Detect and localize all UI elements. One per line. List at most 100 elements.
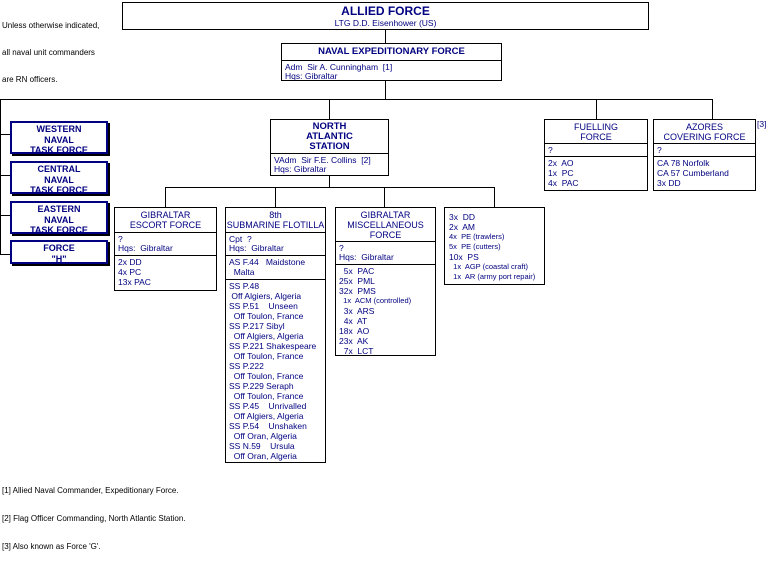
- footnote: [1] Allied Naval Commander, Expeditionar…: [2, 486, 179, 495]
- unit-line: 3x DD: [449, 212, 475, 222]
- general-note: Unless otherwise indicated, all naval un…: [2, 3, 99, 93]
- connector: [329, 99, 330, 119]
- unit-line: 4x AT: [339, 316, 368, 326]
- force-h: FORCE "H": [10, 240, 108, 264]
- boat-line: Off Oran, Algeria: [229, 431, 297, 441]
- connector: [384, 187, 385, 207]
- depot-line: Malta: [229, 267, 255, 277]
- azores-covering-force-box: AZORES COVERING FORCE ? CA 78 Norfolk CA…: [653, 119, 756, 191]
- naval-expeditionary-force-box: NAVAL EXPEDITIONARY FORCE Adm Sir A. Cun…: [281, 43, 502, 81]
- tf-line: TASK FORCE: [30, 225, 88, 235]
- gmf-commander: ?: [339, 243, 344, 253]
- boat-line: Off Toulon, France: [229, 311, 304, 321]
- unit-line: 1x AR (army port repair): [449, 272, 536, 281]
- azores-commander: ?: [657, 145, 662, 155]
- boat-line: Off Oran, Algeria: [229, 451, 297, 461]
- boat-line: Off Toulon, France: [229, 351, 304, 361]
- gmf-hq: Hqs: Gibraltar: [339, 252, 394, 262]
- boat-line: Off Toulon, France: [229, 391, 304, 401]
- boat-line: SS N.59 Ursula: [229, 441, 295, 451]
- gmf-units: 5x PAC 25x PML 32x PMS 1x ACM (controlle…: [339, 266, 411, 356]
- tf-line: TASK FORCE: [30, 145, 88, 155]
- boat-line: SS P.229 Seraph: [229, 381, 294, 391]
- gmf-title-line: GIBRALTAR: [360, 210, 411, 220]
- connector: [165, 187, 495, 188]
- unit-line: 4x PE (trawlers): [449, 232, 505, 241]
- connector: [712, 99, 713, 119]
- gef-units: 2x DD 4x PC 13x PAC: [118, 257, 151, 287]
- fuelling-title-line: FUELLING: [573, 122, 618, 132]
- gef-hq: Hqs: Gibraltar: [118, 243, 173, 253]
- connector: [385, 80, 386, 100]
- boat-line: SS P.221 Shakespeare: [229, 341, 317, 351]
- azores-units: CA 78 Norfolk CA 57 Cumberland 3x DD: [657, 158, 729, 188]
- unit-line: 25x PML: [339, 276, 375, 286]
- unit-line: 4x PAC: [548, 178, 579, 188]
- north-atlantic-station-box: NORTH ATLANTIC STATION VAdm Sir F.E. Col…: [270, 119, 389, 176]
- sub-title-line: 8th: [269, 210, 282, 220]
- gibraltar-escort-force-box: GIBRALTAR ESCORT FORCE ? Hqs: Gibraltar …: [114, 207, 217, 291]
- unit-line: CA 78 Norfolk: [657, 158, 710, 168]
- fuelling-title: FUELLING FORCE: [545, 122, 647, 142]
- unit-line: 32x PMS: [339, 286, 376, 296]
- gef-title: GIBRALTAR ESCORT FORCE: [115, 210, 216, 230]
- gef-commander: ?: [118, 234, 123, 244]
- unit-line: 1x PC: [548, 168, 574, 178]
- connector: [0, 254, 10, 255]
- connector: [0, 175, 10, 176]
- nas-title-line: STATION: [309, 141, 350, 152]
- nef-title: NAVAL EXPEDITIONARY FORCE: [318, 46, 465, 57]
- gef-title-line: GIBRALTAR: [140, 210, 191, 220]
- nef-hq: Hqs: Gibraltar: [285, 71, 338, 81]
- sub-hq: Hqs: Gibraltar: [229, 243, 284, 253]
- nas-hq: Hqs: Gibraltar: [274, 164, 327, 174]
- eastern-naval-task-force: EASTERN NAVAL TASK FORCE: [10, 201, 108, 235]
- fuelling-title-line: FORCE: [580, 132, 612, 142]
- misc-units: 3x DD 2x AM 4x PE (trawlers) 5x PE (cutt…: [449, 212, 535, 282]
- tf-line: "H": [51, 253, 67, 264]
- nas-title: NORTH ATLANTIC STATION: [271, 122, 388, 152]
- footnote: [3] Also known as Force 'G'.: [2, 542, 101, 551]
- nas-commander: VAdm Sir F.E. Collins [2]: [274, 155, 371, 165]
- western-naval-task-force: WESTERN NAVAL TASK FORCE: [10, 121, 108, 155]
- boat-line: SS P.45 Unrivalled: [229, 401, 307, 411]
- boat-line: Off Algiers, Algeria: [229, 291, 302, 301]
- depot-line: AS F.44 Maidstone: [229, 257, 306, 267]
- connector: [0, 134, 10, 135]
- central-naval-task-force: CENTRAL NAVAL TASK FORCE: [10, 161, 108, 195]
- footnote: [2] Flag Officer Commanding, North Atlan…: [2, 514, 186, 523]
- tf-line: NAVAL: [44, 134, 74, 145]
- allied-force-commander: LTG D.D. Eisenhower (US): [334, 18, 437, 28]
- connector: [385, 30, 386, 43]
- connector: [494, 187, 495, 207]
- unit-line: 1x AGP (coastal craft): [449, 262, 529, 271]
- allied-force-title: ALLIED FORCE: [341, 4, 430, 18]
- connector: [275, 187, 276, 207]
- unit-line: 2x DD: [118, 257, 142, 267]
- gef-title-line: ESCORT FORCE: [129, 220, 202, 230]
- nas-title-line: NORTH: [312, 121, 347, 132]
- boat-line: Off Toulon, France: [229, 371, 304, 381]
- azores-title: AZORES COVERING FORCE: [654, 122, 755, 142]
- sub-depot: AS F.44 Maidstone Malta: [229, 257, 305, 277]
- connector: [0, 215, 10, 216]
- sub-title: 8th SUBMARINE FLOTILLA: [226, 210, 325, 230]
- unit-line: 3x ARS: [339, 306, 375, 316]
- unit-line: 5x PE (cutters): [449, 242, 501, 251]
- tf-line: WESTERN: [36, 124, 82, 134]
- submarine-flotilla-box: 8th SUBMARINE FLOTILLA Cpt ? Hqs: Gibral…: [225, 207, 326, 463]
- fuelling-commander: ?: [548, 145, 553, 155]
- misc-units-box: 3x DD 2x AM 4x PE (trawlers) 5x PE (cutt…: [444, 207, 545, 285]
- connector: [0, 99, 1, 255]
- boat-line: SS P.51 Unseen: [229, 301, 298, 311]
- unit-line: 10x PS: [449, 252, 479, 262]
- footnotes: [1] Allied Naval Commander, Expeditionar…: [2, 468, 186, 561]
- general-note-line: are RN officers.: [2, 75, 58, 84]
- boat-line: Off Algiers, Algeria: [229, 331, 304, 341]
- connector: [329, 176, 330, 187]
- general-note-line: all naval unit commanders: [2, 48, 95, 57]
- sub-title-line: SUBMARINE FLOTILLA: [226, 220, 325, 230]
- unit-line: 5x PAC: [339, 266, 375, 276]
- tf-line: EASTERN: [37, 204, 81, 214]
- unit-line: 23x AK: [339, 336, 369, 346]
